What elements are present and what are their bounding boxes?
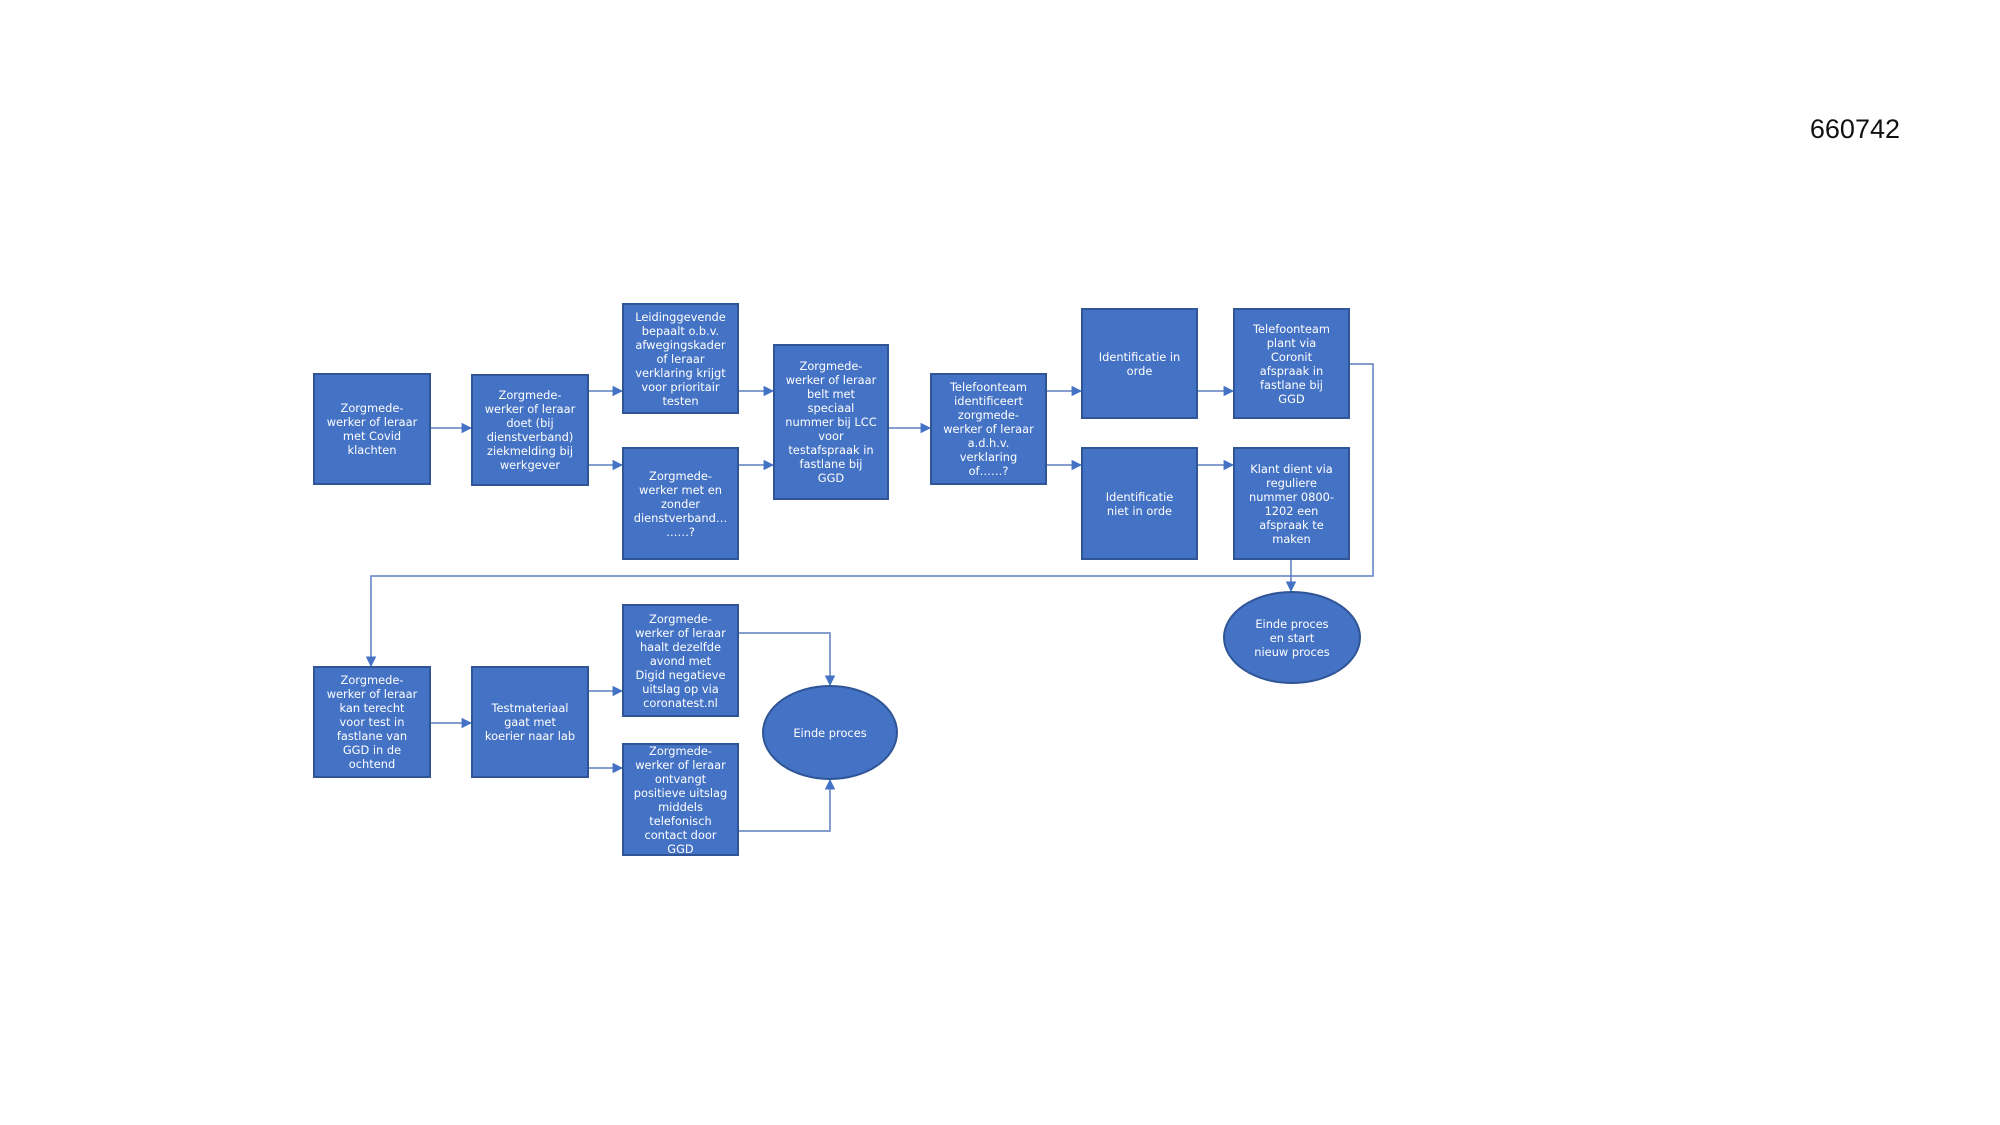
arrow-n15-n16 — [739, 778, 836, 832]
arrow-n14-n16 — [739, 632, 836, 687]
node-end-process: Einde proces — [762, 685, 898, 780]
node-manager-decision: Leidinggevende bepaalt o.b.v. afwegingsk… — [622, 303, 739, 414]
node-positive-result: Zorgmede- werker of leraar ontvangt posi… — [622, 743, 739, 856]
node-identification-not-ok: Identificatie niet in orde — [1081, 447, 1198, 560]
document-id: 660742 — [1809, 114, 1900, 144]
node-fastlane-test: Zorgmede- werker of leraar kan terecht v… — [313, 666, 431, 778]
node-with-without-employment: Zorgmede- werker met en zonder dienstver… — [622, 447, 739, 560]
node-phone-team-identifies: Telefoonteam identificeert zorgmede- wer… — [930, 373, 1047, 485]
node-covid-complaints: Zorgmede- werker of leraar met Covid kla… — [313, 373, 431, 485]
node-identification-ok: Identificatie in orde — [1081, 308, 1198, 419]
arrow-n9-n12 — [365, 363, 1374, 668]
node-negative-result: Zorgmede- werker of leraar haalt dezelfd… — [622, 604, 739, 717]
node-regular-number: Klant dient via reguliere nummer 0800- 1… — [1233, 447, 1350, 560]
node-end-new-process: Einde proces en start nieuw proces — [1223, 591, 1361, 684]
node-sick-report: Zorgmede- werker of leraar doet (bij die… — [471, 374, 589, 486]
node-call-lcc: Zorgmede- werker of leraar belt met spec… — [773, 344, 889, 500]
node-plan-coronit: Telefoonteam plant via Coronit afspraak … — [1233, 308, 1350, 419]
node-courier-lab: Testmateriaal gaat met koerier naar lab — [471, 666, 589, 778]
